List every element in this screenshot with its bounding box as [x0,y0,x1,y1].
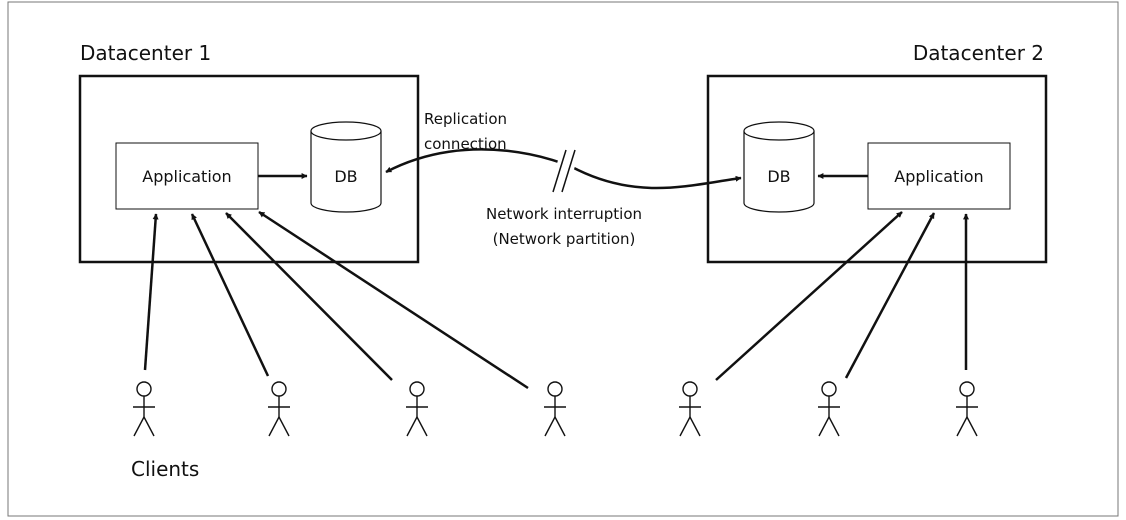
client-person-icon [956,381,978,437]
network-break-marks [548,148,580,194]
client-person-icon [544,381,566,437]
client-person-icon [268,381,290,437]
client6-arrow [844,212,936,379]
client-request-arrows [143,210,969,390]
client1-arrow [143,213,159,371]
datacenter1-title: Datacenter 1 [80,41,211,65]
datacenter2-title: Datacenter 2 [913,41,1044,65]
client3-arrow [225,212,393,381]
datacenter2-db-label: DB [767,167,790,186]
interruption-label-line1: Network interruption [486,205,642,223]
client5-arrow [715,211,903,381]
client-person-icon [133,381,155,437]
replication-connection-line [385,148,742,190]
client-person-icon [679,381,701,437]
datacenter1-db-label: DB [334,167,357,186]
datacenter1-application-box [115,142,259,210]
client2-arrow [190,213,270,377]
interruption-label-line2: (Network partition) [493,230,636,248]
datacenter2-application-label: Application [894,167,983,186]
replication-label-line1: Replication [424,110,507,128]
replication-label-line2: connection [424,135,507,153]
datacenter2-application-box [867,142,1011,210]
client-person-icon [818,381,840,437]
datacenter2-db-cylinder [743,121,815,213]
client-person-icon [406,381,428,437]
client4-arrow [258,210,529,390]
clients-label: Clients [131,457,199,481]
datacenter1-application-label: Application [142,167,231,186]
datacenter1-db-cylinder [310,121,382,213]
figure-frame [7,1,1119,517]
client-figures [133,381,978,437]
